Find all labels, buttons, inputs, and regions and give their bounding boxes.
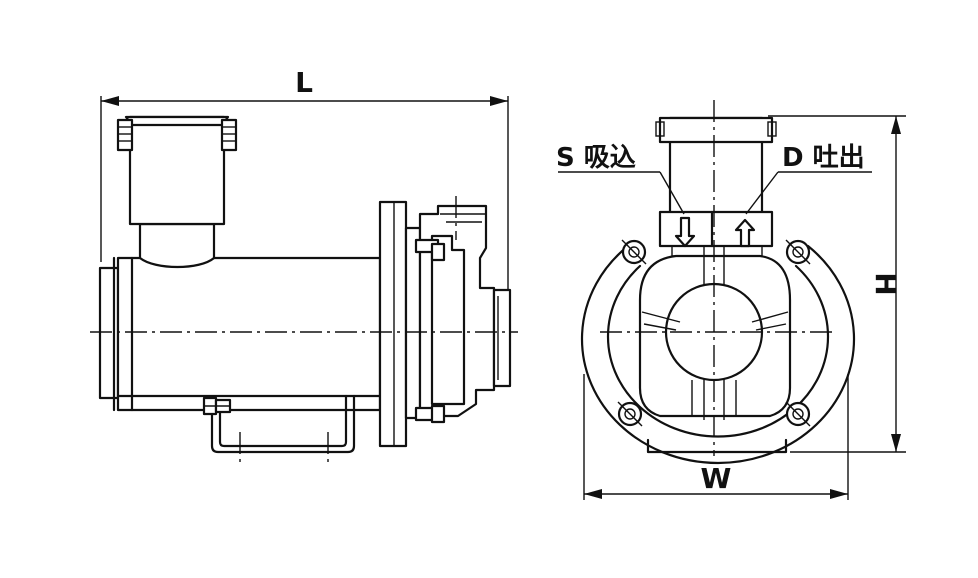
- side-view: L: [90, 66, 518, 462]
- clamp-left: [116, 118, 134, 152]
- suction-arrow-icon: [674, 216, 696, 248]
- pump-casing: [414, 204, 512, 424]
- pump-flange: [378, 200, 422, 448]
- discharge-port-label: D 吐出: [782, 143, 865, 173]
- bolt-bottom-left: [617, 401, 643, 427]
- bolt-top-left: [621, 239, 647, 265]
- dimension-w-label: W: [701, 462, 732, 495]
- port-leaders: [558, 171, 872, 215]
- corner-bolts: [617, 239, 811, 427]
- terminal-box: [116, 115, 238, 269]
- pipe-stack: [655, 116, 777, 420]
- suction-port-label: S 吸込: [556, 143, 636, 173]
- discharge-arrow-icon: [734, 218, 756, 248]
- base-stand: [202, 394, 356, 462]
- dimension-l: L: [100, 66, 509, 292]
- bolt-top-right: [785, 239, 811, 265]
- dimension-l-label: L: [295, 66, 313, 99]
- dimension-w: W: [583, 374, 849, 500]
- dimension-h-label: H: [869, 272, 902, 295]
- motor-end-cap: [98, 256, 382, 412]
- bolt-bottom-right: [785, 401, 811, 427]
- front-view: S 吸込 D 吐出 H W: [556, 100, 906, 500]
- clamp-right: [220, 118, 238, 152]
